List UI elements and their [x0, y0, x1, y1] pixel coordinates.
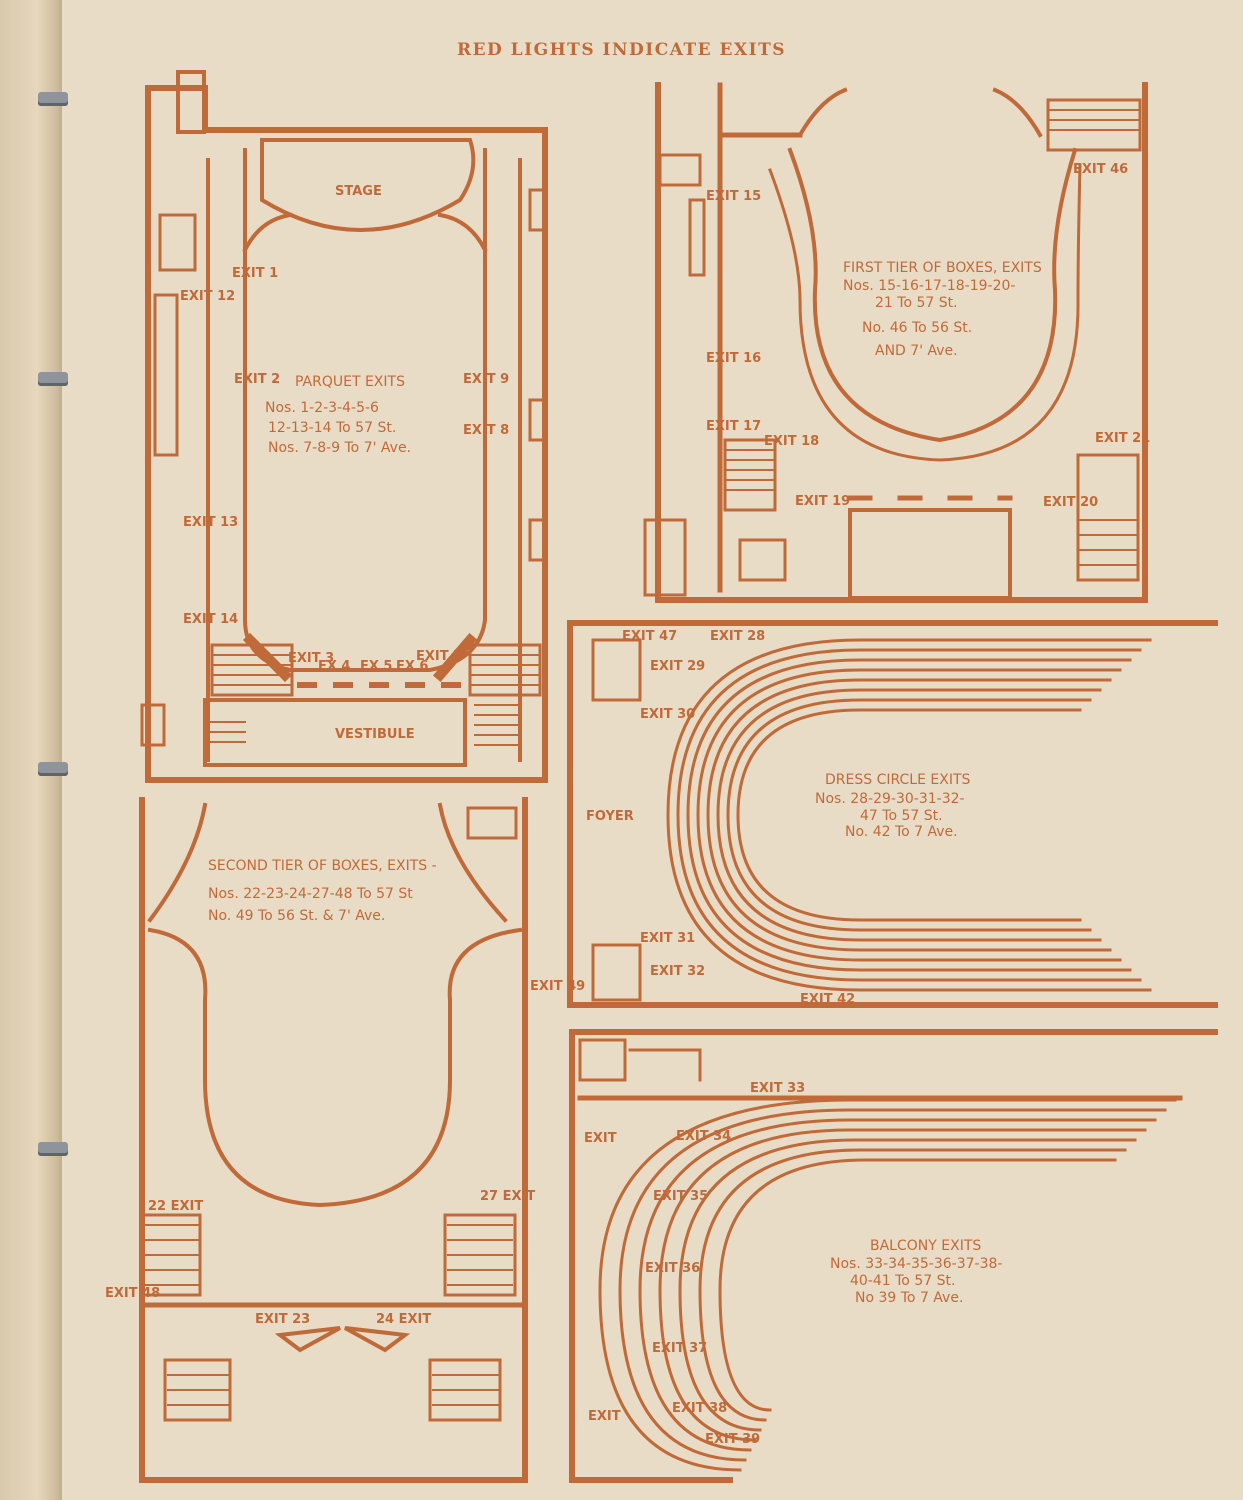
parquet-caption-line: Nos. 7-8-9 To 7' Ave. — [268, 440, 411, 456]
exit-label: EXIT 20 — [1043, 495, 1098, 510]
exit-label: 24 EXIT — [376, 1312, 431, 1327]
staple-icon — [38, 1142, 68, 1156]
balcony-caption-line: Nos. 33-34-35-36-37-38- — [830, 1256, 1002, 1272]
second-tier-caption-heading: SECOND TIER OF BOXES, EXITS - — [208, 858, 437, 874]
dress-circle-caption-line: No. 42 To 7 Ave. — [845, 824, 958, 840]
parquet-caption-line: Nos. 1-2-3-4-5-6 — [265, 400, 379, 416]
exit-label: EXIT 49 — [530, 979, 585, 994]
exit-label: EXIT 7 — [416, 649, 462, 664]
first-tier-plan — [643, 82, 1148, 603]
exit-label: EXIT 37 — [652, 1341, 707, 1356]
first-tier-caption-line: AND 7' Ave. — [875, 343, 958, 359]
dress-circle-plan — [567, 620, 1218, 1008]
staple-icon — [38, 762, 68, 776]
balcony-caption-heading: BALCONY EXITS — [870, 1238, 981, 1254]
exit-label: EXIT 42 — [800, 992, 855, 1007]
dress-circle-caption-line: Nos. 28-29-30-31-32- — [815, 791, 965, 807]
exit-label: EXIT — [588, 1409, 621, 1424]
vestibule-label: VESTIBULE — [335, 727, 415, 742]
first-tier-caption-line: Nos. 15-16-17-18-19-20- — [843, 278, 1015, 294]
exit-label: EXIT 8 — [463, 423, 509, 438]
exit-label: EXIT 14 — [183, 612, 238, 627]
exit-label: EXIT 1 — [232, 266, 278, 281]
exit-label: EXIT 15 — [706, 189, 761, 204]
second-tier-plan — [139, 797, 528, 1483]
exit-label: EXIT 36 — [645, 1261, 700, 1276]
first-tier-caption-line: 21 To 57 St. — [875, 295, 958, 311]
exit-label: EXIT 34 — [676, 1129, 731, 1144]
exit-label: EXIT 28 — [710, 629, 765, 644]
exit-label: EXIT 3 — [288, 651, 334, 666]
binding-spine — [0, 0, 62, 1500]
exit-label: 22 EXIT — [148, 1199, 203, 1214]
exit-label: EX 4 — [318, 659, 350, 674]
exit-label: EXIT 31 — [640, 931, 695, 946]
parquet-caption-heading: PARQUET EXITS — [295, 374, 405, 390]
exit-label: EXIT 35 — [653, 1189, 708, 1204]
second-tier-caption-line: Nos. 22-23-24-27-48 To 57 St — [208, 886, 413, 902]
parquet-caption-line: 12-13-14 To 57 St. — [268, 420, 396, 436]
first-tier-caption-heading: FIRST TIER OF BOXES, EXITS — [843, 260, 1042, 276]
foyer-label: FOYER — [586, 809, 634, 824]
page-title: RED LIGHTS INDICATE EXITS — [456, 40, 787, 60]
stage-label: STAGE — [335, 184, 382, 199]
parquet-plan — [140, 70, 548, 783]
exit-label: EXIT — [584, 1131, 617, 1146]
exit-label: EXIT 13 — [183, 515, 238, 530]
exit-label: EXIT 18 — [764, 434, 819, 449]
exit-label: EXIT 38 — [672, 1401, 727, 1416]
second-tier-caption-line: No. 49 To 56 St. & 7' Ave. — [208, 908, 385, 924]
exit-label: EXIT 32 — [650, 964, 705, 979]
exit-label: EXIT 29 — [650, 659, 705, 674]
balcony-caption-line: No 39 To 7 Ave. — [855, 1290, 963, 1306]
exit-label: EXIT 23 — [255, 1312, 310, 1327]
staple-icon — [38, 92, 68, 106]
exit-label: EXIT 33 — [750, 1081, 805, 1096]
exit-label: EX 6 — [396, 659, 428, 674]
exit-label: EXIT 48 — [105, 1286, 160, 1301]
exit-label: EXIT 16 — [706, 351, 761, 366]
exit-label: EXIT 30 — [640, 707, 695, 722]
exit-label: EXIT 9 — [463, 372, 509, 387]
exit-label: 27 EXIT — [480, 1189, 535, 1204]
exit-label: EXIT 47 — [622, 629, 677, 644]
exit-label: EX 5 — [360, 659, 392, 674]
balcony-caption-line: 40-41 To 57 St. — [850, 1273, 955, 1289]
dress-circle-caption-heading: DRESS CIRCLE EXITS — [825, 772, 971, 788]
first-tier-caption-line: No. 46 To 56 St. — [862, 320, 972, 336]
exit-label: EXIT 19 — [795, 494, 850, 509]
exit-label: EXIT 21 — [1095, 431, 1150, 446]
exit-label: EXIT 39 — [705, 1432, 760, 1447]
exit-label: EXIT 2 — [234, 372, 280, 387]
dress-circle-caption-line: 47 To 57 St. — [860, 808, 943, 824]
exit-label: EXIT 12 — [180, 289, 235, 304]
staple-icon — [38, 372, 68, 386]
balcony-plan — [569, 1029, 1218, 1483]
exit-label: EXIT 46 — [1073, 162, 1128, 177]
exit-label: EXIT 17 — [706, 419, 761, 434]
